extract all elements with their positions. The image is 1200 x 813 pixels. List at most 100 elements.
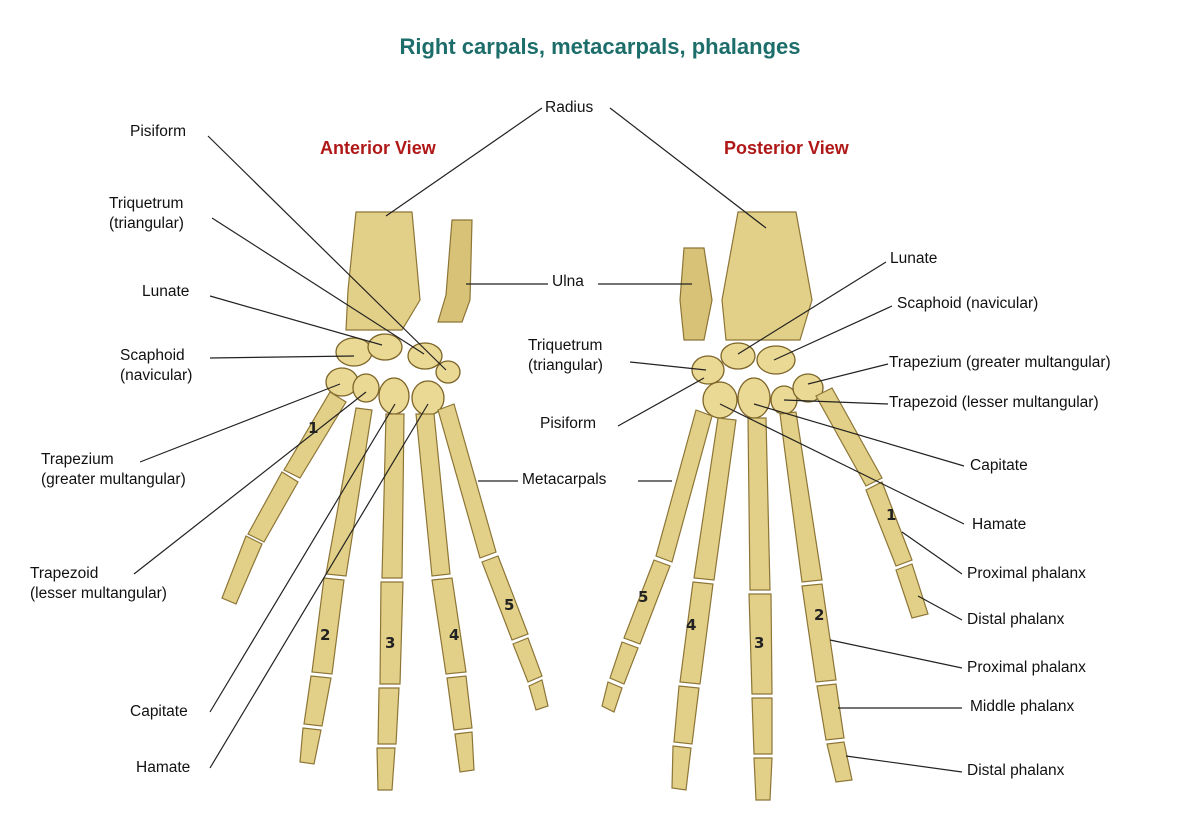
- proximal-phalanx-5-posterior: [623, 559, 671, 645]
- diagram-title: Right carpals, metacarpals, phalanges: [399, 34, 801, 59]
- leader-scaphoid-left: [209, 355, 355, 359]
- distal-phalanx-3-anterior: [376, 747, 396, 791]
- middle-phalanx-5-posterior: [609, 641, 639, 685]
- metacarpal-4-posterior: [693, 417, 737, 581]
- digit-number-posterior-2: 2: [814, 606, 824, 624]
- leader-distal-phalanx-2: [845, 755, 963, 773]
- leader-capitate-left: [209, 403, 396, 713]
- triquetrum-bone-posterior: [691, 355, 725, 385]
- posterior-view-heading: Posterior View: [724, 138, 849, 158]
- lunate-bone-posterior: [720, 342, 756, 370]
- leader-lines: [133, 107, 965, 773]
- label-trapezium-left: Trapezium (greater multangular): [41, 451, 186, 488]
- leader-lunate-right: [737, 261, 887, 355]
- leader-trapezoid-left: [133, 391, 367, 575]
- leader-proximal-phalanx-2: [829, 639, 963, 669]
- distal-phalanx-5-anterior: [528, 679, 549, 711]
- label-scaphoid-right: Scaphoid (navicular): [897, 295, 1039, 312]
- distal-phalanx-5-posterior: [601, 681, 623, 713]
- leader-distal-phalanx-1: [917, 595, 963, 621]
- label-metacarpals: Metacarpals: [522, 471, 607, 488]
- distal-phalanx-4-posterior: [671, 745, 692, 791]
- label-trapezium-right: Trapezium (greater multangular): [889, 354, 1111, 371]
- scaphoid-bone-posterior: [756, 345, 796, 375]
- digit-number-anterior-1: 1: [308, 419, 318, 437]
- lunate-bone-anterior: [367, 333, 403, 361]
- label-capitate-right: Capitate: [970, 457, 1028, 474]
- leader-pisiform-center: [617, 377, 705, 427]
- leader-radius-left: [385, 107, 543, 217]
- label-trapezoid-right: Trapezoid (lesser multangular): [889, 394, 1099, 411]
- label-middle-phalanx: Middle phalanx: [970, 698, 1075, 715]
- distal-phalanx-1-anterior: [221, 535, 263, 605]
- label-proximal-phalanx-1: Proximal phalanx: [967, 565, 1086, 582]
- leader-trapezoid-right: [783, 399, 889, 405]
- leader-capitate-right: [753, 403, 965, 467]
- label-hamate-left: Hamate: [136, 759, 191, 776]
- leader-trapezium-left: [139, 383, 341, 463]
- middle-phalanx-5-anterior: [512, 637, 543, 683]
- label-triquetrum-left: Triquetrum (triangular): [109, 195, 184, 232]
- middle-phalanx-4-posterior: [673, 685, 700, 745]
- metacarpal-5-posterior: [655, 409, 713, 563]
- leader-triquetrum-left: [211, 217, 425, 355]
- digit-number-posterior-3: 3: [754, 634, 764, 652]
- label-proximal-phalanx-2: Proximal phalanx: [967, 659, 1086, 676]
- hamate-bone-posterior: [702, 381, 738, 419]
- proximal-phalanx-2-posterior: [801, 583, 837, 683]
- middle-phalanx-3-anterior: [377, 687, 400, 745]
- proximal-phalanx-5-anterior: [481, 555, 529, 641]
- leader-pisiform-left: [207, 135, 447, 371]
- digit-number-anterior-4: 4: [449, 626, 459, 644]
- capitate-bone-anterior: [378, 377, 410, 415]
- trapezium-bone-posterior: [792, 373, 824, 403]
- posterior-hand: 1 2 3 4 5: [601, 211, 929, 801]
- label-trapezoid-left: Trapezoid (lesser multangular): [30, 565, 167, 602]
- leader-scaphoid-right: [773, 305, 893, 361]
- proximal-phalanx-3-posterior: [748, 593, 773, 695]
- proximal-phalanx-4-anterior: [431, 577, 467, 675]
- label-scaphoid-left: Scaphoid (navicular): [120, 347, 193, 384]
- digit-number-posterior-1: 1: [886, 506, 896, 524]
- leader-triquetrum-center: [629, 361, 707, 371]
- scaphoid-bone-anterior: [335, 337, 373, 367]
- distal-phalanx-3-posterior: [753, 757, 773, 801]
- label-radius: Radius: [545, 99, 594, 116]
- digit-number-anterior-3: 3: [385, 634, 395, 652]
- radius-bone-anterior: [345, 211, 421, 331]
- trapezoid-bone-anterior: [352, 373, 380, 403]
- distal-phalanx-4-anterior: [454, 731, 475, 773]
- leader-trapezium-right: [807, 363, 889, 385]
- middle-phalanx-2-anterior: [303, 675, 332, 727]
- proximal-phalanx-1-posterior: [865, 481, 913, 567]
- digit-number-posterior-5: 5: [638, 588, 648, 606]
- metacarpal-5-anterior: [437, 403, 497, 559]
- distal-phalanx-2-anterior: [299, 727, 322, 765]
- distal-phalanx-2-posterior: [826, 741, 853, 783]
- leader-lunate-left: [209, 295, 383, 346]
- leader-radius-right: [609, 107, 767, 229]
- label-distal-phalanx-2: Distal phalanx: [967, 762, 1065, 779]
- label-triquetrum-center: Triquetrum (triangular): [528, 337, 603, 374]
- radius-bone-posterior: [721, 211, 813, 341]
- middle-phalanx-2-posterior: [816, 683, 845, 741]
- distal-phalanx-1-posterior: [895, 563, 929, 619]
- proximal-phalanx-3-anterior: [379, 581, 404, 685]
- leader-hamate-left: [209, 403, 429, 769]
- anterior-view-heading: Anterior View: [320, 138, 436, 158]
- label-lunate-left: Lunate: [142, 283, 190, 300]
- metacarpal-4-anterior: [415, 413, 451, 577]
- metacarpal-2-anterior: [325, 407, 373, 577]
- metacarpal-2-posterior: [779, 411, 823, 583]
- label-pisiform-center: Pisiform: [540, 415, 596, 432]
- proximal-phalanx-4-posterior: [679, 581, 714, 685]
- metacarpal-1-posterior: [815, 387, 883, 487]
- label-capitate-left: Capitate: [130, 703, 188, 720]
- leader-proximal-phalanx-1: [901, 531, 963, 575]
- middle-phalanx-4-anterior: [446, 675, 473, 731]
- label-ulna: Ulna: [552, 273, 584, 290]
- capitate-bone-posterior: [737, 377, 771, 419]
- metacarpal-3-anterior: [381, 413, 405, 579]
